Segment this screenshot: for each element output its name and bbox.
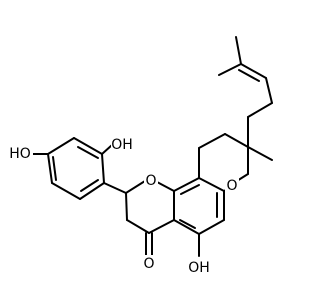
bond-c4-c4a — [148, 219, 175, 234]
bond-chain-5 — [235, 36, 242, 65]
bond-phenyl-6 — [47, 137, 75, 155]
bond-c8a-o1 — [156, 181, 175, 192]
label-bg-ho-left — [9, 146, 33, 164]
molecule-canvas: HO OH O O O OH — [9, 36, 273, 277]
atom-label-oh-bottom: OH — [188, 260, 210, 276]
label-bg-o-ring-left — [144, 172, 158, 190]
bond-phenyl-2 — [101, 153, 105, 184]
atom-label-oh-top: OH — [111, 137, 133, 153]
bond-phenyl-to-c2 — [103, 182, 127, 194]
label-bg-oh-top — [111, 137, 135, 155]
label-bg-oh-bottom — [186, 259, 212, 277]
bond-phenyl-inner-1 — [77, 146, 99, 159]
bond-phenyl-inner-2 — [80, 179, 99, 192]
bond-benzene-inner-3 — [179, 219, 196, 229]
bond-benzene-1 — [173, 177, 200, 192]
bond-chain-4-inner — [238, 69, 260, 82]
bond-phenyl-5 — [47, 153, 53, 184]
atom-labels: HO OH O O O OH — [9, 137, 239, 277]
bond-chromane-2 — [198, 133, 226, 149]
bond-c2-c3 — [125, 192, 128, 221]
bond-lines — [27, 36, 273, 257]
bond-benzene-inner-1 — [180, 184, 200, 195]
bond-benzene-4 — [198, 219, 225, 235]
bond-benzene-2 — [198, 177, 225, 192]
bond-chain-4 — [240, 63, 267, 79]
bond-c3-c4 — [126, 219, 150, 234]
atom-label-ho-left: HO — [9, 146, 31, 162]
bond-phenyl-inner-3 — [52, 156, 57, 181]
atom-label-o-ring-right: O — [226, 178, 237, 194]
bond-benzene-5 — [173, 219, 200, 235]
molecule-structure: HO OH O O O OH — [9, 36, 273, 277]
bond-methyl — [247, 146, 273, 161]
bond-phenyl-1 — [73, 137, 103, 155]
label-bg-o-carbonyl — [142, 255, 156, 273]
atom-label-o-carbonyl: O — [143, 256, 154, 272]
bond-c2-o1 — [125, 180, 146, 194]
bond-phenyl-oh-top — [101, 144, 113, 155]
bond-phenyl-3 — [79, 182, 105, 200]
bond-phenyl-4 — [51, 182, 81, 200]
bond-chain-6 — [218, 63, 242, 76]
bond-chromane-3 — [224, 133, 249, 148]
bond-chain-3 — [265, 77, 273, 104]
atom-label-o-ring-left: O — [145, 173, 156, 189]
label-bg-o-ring-right — [225, 177, 239, 195]
bond-chain-2 — [247, 102, 273, 118]
